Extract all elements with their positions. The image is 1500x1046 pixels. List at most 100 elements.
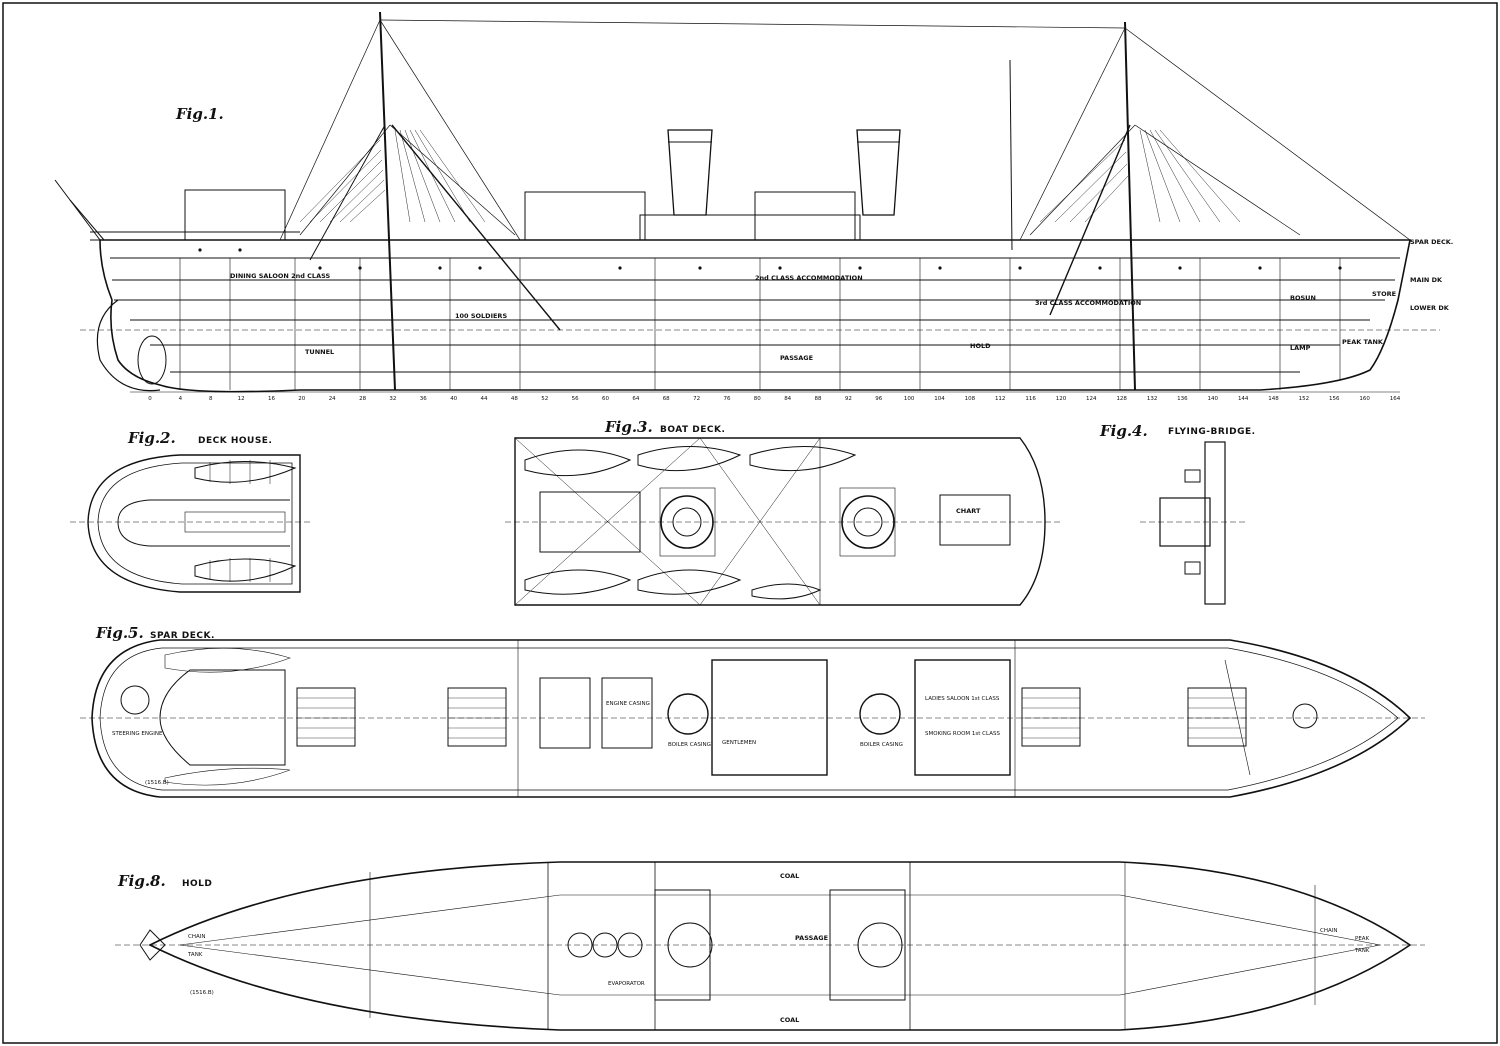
frame-number: 56 <box>572 396 579 402</box>
funnel-fore-plan <box>660 495 714 549</box>
frame-number: 156 <box>1329 396 1340 402</box>
frame-number: 132 <box>1147 396 1158 402</box>
frame-number: 148 <box>1268 396 1279 402</box>
frame-number: 152 <box>1299 396 1310 402</box>
fig1-profile: Fig.1. <box>54 11 1453 402</box>
label-chain: CHAIN <box>1320 928 1337 934</box>
frame-number: 24 <box>329 396 336 402</box>
fig4-title: Fig.4. <box>1099 422 1148 440</box>
frame-number: 80 <box>754 396 761 402</box>
frame-number: 68 <box>663 396 670 402</box>
label-hold-fore: HOLD <box>970 342 991 350</box>
frame-number: 160 <box>1359 396 1370 402</box>
label-spar-deck: SPAR DECK. <box>1410 238 1453 246</box>
frame-number: 100 <box>904 396 915 402</box>
foremast <box>1124 21 1136 391</box>
label-accommodation-3rd: 3rd CLASS ACCOMMODATION <box>1035 299 1141 307</box>
frame-number: 84 <box>784 396 791 402</box>
fig8-hold: Fig.8. HOLD COAL COAL PASSAGE EVAPORATOR… <box>115 861 1425 1031</box>
label-coal-lower: COAL <box>780 1016 799 1024</box>
fig3-boat-deck: Fig.3. BOAT DECK. CHART <box>505 418 1060 606</box>
label-coal-upper: COAL <box>780 872 799 880</box>
fig4-flying-bridge: Fig.4. FLYING-BRIDGE. <box>1099 422 1256 605</box>
label-steering-engine: STEERING ENGINE <box>112 731 163 737</box>
label-lamp: LAMP <box>1290 344 1311 352</box>
label-soldiers: 100 SOLDIERS <box>455 312 507 320</box>
frame-number: 64 <box>632 396 639 402</box>
label-chart: CHART <box>956 507 981 515</box>
frame-number: 108 <box>965 396 976 402</box>
frame-number: 48 <box>511 396 518 402</box>
frame-number: 116 <box>1025 396 1036 402</box>
mainmast <box>379 11 396 391</box>
funnel-aft-plan <box>841 495 895 549</box>
fig3-caption: BOAT DECK. <box>660 425 725 435</box>
frame-number: 40 <box>450 396 457 402</box>
fig2-caption: DECK HOUSE. <box>198 436 272 446</box>
frame-number: 124 <box>1086 396 1097 402</box>
frame-number: 52 <box>541 396 548 402</box>
fig5-spar-deck: Fig.5. SPAR DECK. STEERING ENGINE ENGINE… <box>80 624 1425 798</box>
frame-number: 104 <box>934 396 945 402</box>
label-accommodation-2nd: 2nd CLASS ACCOMMODATION <box>755 274 863 282</box>
frame-number: 136 <box>1177 396 1188 402</box>
lifeboat-upper <box>194 461 297 483</box>
frame-number: 140 <box>1208 396 1219 402</box>
frame-number: 88 <box>815 396 822 402</box>
label-ladies-saloon: LADIES SALOON 1st CLASS <box>925 696 1000 702</box>
fig3-title: Fig.3. <box>604 418 653 436</box>
label-evaporator: EVAPORATOR <box>608 981 645 987</box>
ref-hold: (1516.B) <box>190 990 214 996</box>
label-peak: PEAK <box>1355 936 1370 942</box>
label-tank: TANK <box>1354 948 1370 954</box>
fig1-title: Fig.1. <box>175 105 224 123</box>
frame-number: 36 <box>420 396 427 402</box>
label-boiler-casing-aft: BOILER CASING <box>860 742 903 748</box>
fig4-caption: FLYING-BRIDGE. <box>1168 427 1256 437</box>
frame-number: 164 <box>1390 396 1401 402</box>
frame-number: 20 <box>298 396 305 402</box>
label-passage: PASSAGE <box>780 354 813 362</box>
spar-deck-outline <box>91 639 1412 798</box>
funnel-fore <box>667 129 713 216</box>
label-passage-hold: PASSAGE <box>795 934 828 942</box>
frame-number: 8 <box>209 396 213 402</box>
frame-number: 16 <box>268 396 275 402</box>
fig8-title: Fig.8. <box>117 872 166 890</box>
frame-number: 12 <box>238 396 245 402</box>
label-tunnel: TUNNEL <box>305 348 334 356</box>
frame-number: 128 <box>1116 396 1127 402</box>
frame-number: 60 <box>602 396 609 402</box>
ref-spar-deck: (1516.B) <box>145 780 169 786</box>
frame-number: 72 <box>693 396 700 402</box>
fig5-caption: SPAR DECK. <box>150 631 215 641</box>
frame-number: 112 <box>995 396 1006 402</box>
frame-number: 28 <box>359 396 366 402</box>
frame-number: 92 <box>845 396 852 402</box>
label-peak-tank: PEAK TANK <box>1342 338 1384 346</box>
frame-number: 44 <box>481 396 488 402</box>
flying-bridge-deck <box>1204 441 1226 605</box>
fig2-title: Fig.2. <box>127 429 176 447</box>
frame-number: 32 <box>389 396 396 402</box>
label-engine-casing: ENGINE CASING <box>606 701 650 707</box>
label-lower-deck: LOWER DK <box>1410 304 1450 312</box>
frame-number: 96 <box>875 396 882 402</box>
label-smoking-room: SMOKING ROOM 1st CLASS <box>925 731 1000 737</box>
label-chain-aft: CHAIN <box>188 934 205 940</box>
frame-number: 120 <box>1056 396 1067 402</box>
label-boiler-casing-fore: BOILER CASING <box>668 742 711 748</box>
frame-number: 0 <box>148 396 152 402</box>
label-bosun: BOSUN <box>1290 294 1316 302</box>
lifeboat-lower <box>194 558 297 582</box>
fig8-caption: HOLD <box>182 879 212 889</box>
frame-number: 144 <box>1238 396 1249 402</box>
label-store: STORE <box>1372 290 1396 298</box>
label-main-deck: MAIN DK <box>1410 276 1443 284</box>
label-dining-saloon: DINING SALOON 2nd CLASS <box>230 272 330 280</box>
hold-outline <box>148 861 1412 1031</box>
label-tank-aft: TANK <box>187 952 203 958</box>
fig5-title: Fig.5. <box>95 624 144 642</box>
